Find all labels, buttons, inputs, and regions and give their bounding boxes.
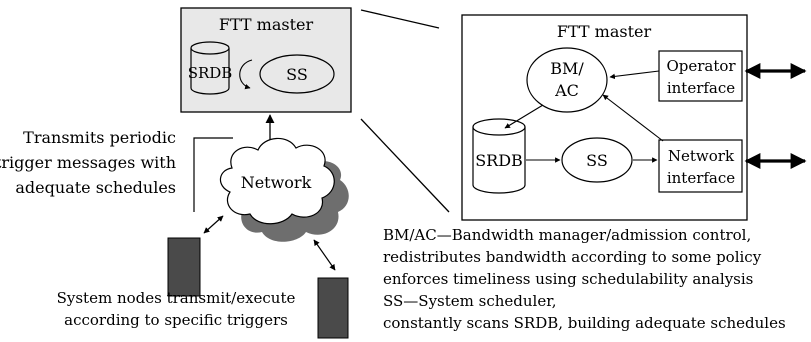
legend-line-1: BM/AC—Bandwidth manager/admission contro… (383, 226, 751, 244)
detail-ss-label: SS (586, 151, 608, 170)
legend: BM/AC—Bandwidth manager/admission contro… (383, 226, 786, 332)
system-node-2 (317, 277, 349, 339)
detail-srdb-cylinder (472, 118, 526, 194)
legend-line-4: SS—System scheduler, (383, 292, 557, 310)
legend-line-2: redistributes bandwidth according to som… (383, 248, 762, 266)
left-srdb-cylinder (190, 41, 230, 95)
operator-to-bmac-arrow (609, 70, 660, 80)
legend-line-3: enforces timeliness using schedulability… (383, 270, 753, 288)
legend-line-5: constantly scans SRDB, building adequate… (383, 314, 786, 332)
system-node-1 (167, 237, 201, 297)
left-annotation-line-1: Transmits periodic (23, 128, 176, 147)
network-interface-box (658, 139, 743, 193)
nodes-caption-line-1: System nodes transmit/execute (57, 289, 296, 307)
detail-master-title: FTT master (557, 22, 652, 41)
zoom-line-bottom (360, 118, 450, 213)
detail-ss-ellipse (561, 137, 633, 183)
detail-srdb-label: SRDB (475, 151, 523, 170)
cloud-front (219, 137, 335, 225)
network-interface-line-1: Network (668, 147, 735, 165)
network-interface-line-2: interface (667, 169, 735, 187)
operator-interface-line-1: Operator (666, 57, 736, 75)
left-annotation-line-2: trigger messages with (0, 153, 176, 172)
node2-network-arrow (313, 239, 336, 271)
bmac-label-line-1: BM/ (550, 59, 584, 78)
node1-network-arrow (203, 215, 224, 234)
nodes-caption: System nodes transmit/execute according … (57, 289, 296, 329)
left-ss-ellipse (259, 54, 335, 94)
network-label: Network (241, 173, 312, 192)
operator-interface-box (658, 50, 743, 102)
left-annotation: Transmits periodic trigger messages with… (0, 128, 176, 197)
network-cloud: Network (219, 137, 349, 242)
zoom-line-top (360, 9, 440, 29)
network-interface-to-bmac-arrow (602, 94, 664, 142)
nodes-caption-line-2: according to specific triggers (64, 311, 288, 329)
left-annotation-line-3: adequate schedules (15, 178, 176, 197)
detail-ftt-master: FTT master BM/ AC Operator interface SRD… (461, 14, 748, 221)
left-curved-arrow (239, 59, 253, 90)
left-srdb-label: SRDB (188, 64, 233, 82)
operator-interface-line-2: interface (667, 79, 735, 97)
bmac-label-line-2: AC (554, 81, 579, 100)
annotation-bracket (193, 137, 233, 212)
left-ss-label: SS (286, 65, 308, 84)
left-master-title: FTT master (219, 15, 314, 34)
left-ftt-master: FTT master SRDB SS (180, 7, 352, 113)
bmac-to-srdb-arrow (504, 104, 544, 129)
bmac-ellipse (526, 47, 608, 113)
